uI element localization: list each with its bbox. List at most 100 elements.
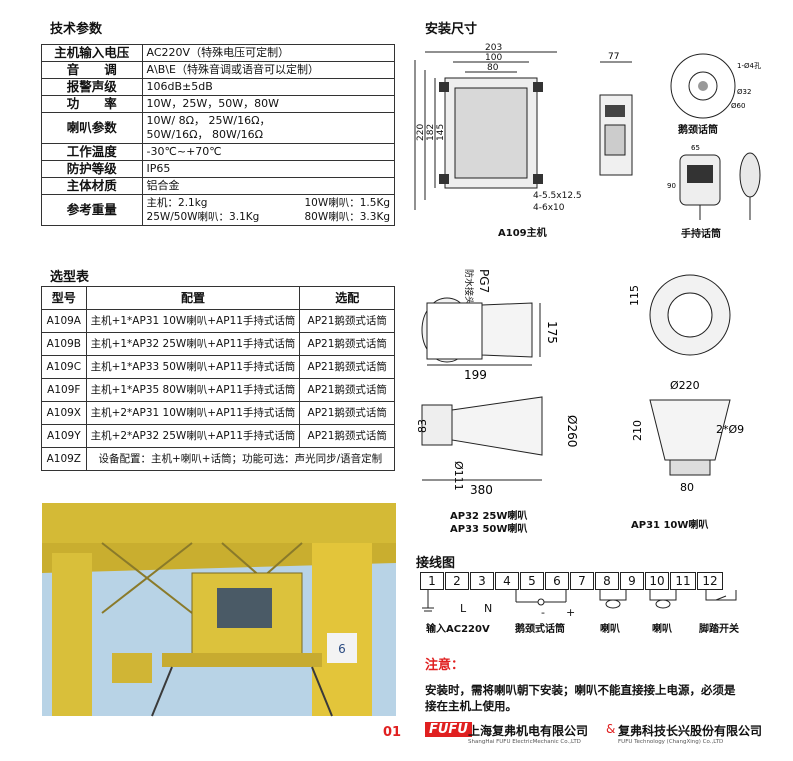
spec-key: 工作温度 <box>41 143 143 161</box>
crane-photo: 6 <box>42 503 396 717</box>
spec-key: 喇叭参数 <box>41 112 143 144</box>
config-cell: 主机+2*AP31 10W喇叭+AP11手持式话筒 <box>85 401 301 425</box>
section-title-tech: 技术参数 <box>50 22 103 37</box>
note-text-line-1: 安装时，需将喇叭朝下安装；喇叭不能直接接上电源，必须是 <box>425 683 736 697</box>
dim-100: 100 <box>485 53 502 63</box>
mark-n: N <box>484 602 492 615</box>
crane-photo-drawing: 6 <box>42 503 396 717</box>
dim-220: 220 <box>416 124 426 141</box>
mark-l: L <box>460 602 467 615</box>
wiring-label-speaker-2: 喇叭 <box>652 624 672 635</box>
wiring-label-foot-switch: 脚踏开关 <box>699 624 739 635</box>
terminal-11: 11 <box>670 572 696 590</box>
weight-25-50w: 25W/50W喇叭：3.1Kg <box>146 211 260 223</box>
spec-key: 参考重量 <box>41 194 143 226</box>
option-cell: AP21鹅颈式话筒 <box>299 332 395 356</box>
company-logo: FUFU <box>425 722 472 737</box>
config-cell: 主机+1*AP33 50W喇叭+AP11手持式话筒 <box>85 355 301 379</box>
main-unit-side-drawing: 77 <box>599 52 633 176</box>
terminal-12: 12 <box>697 572 723 590</box>
wiring-label-speaker-1: 喇叭 <box>600 624 620 635</box>
weight-80w: 80W喇叭：3.3Kg <box>304 211 391 223</box>
spec-value: 10W/ 8Ω， 25W/16Ω， 50W/16Ω， 80W/16Ω <box>141 112 396 144</box>
model-cell: A109A <box>41 309 87 333</box>
spec-row: 工作温度-30℃~+70℃ <box>41 143 396 161</box>
handheld-dim-90: 90 <box>667 182 676 190</box>
terminal-9: 9 <box>620 572 644 590</box>
svg-text:6: 6 <box>338 642 346 656</box>
hole-dim-2: 4-6x10 <box>533 203 565 213</box>
selection-header-row: 型号 配置 选配 <box>41 286 395 310</box>
option-cell: AP21鹅颈式话筒 <box>299 355 395 379</box>
dim-182: 182 <box>426 124 436 141</box>
note-text-line-2: 接在主机上使用。 <box>425 699 517 713</box>
weight-host: 主机：2.1kg <box>146 197 208 209</box>
ap32-caption: AP32 25W喇叭 <box>450 511 528 522</box>
model-cell: A109Y <box>41 424 87 448</box>
model-cell: A109B <box>41 332 87 356</box>
header-config: 配置 <box>85 286 301 310</box>
dim-380: 380 <box>470 483 493 497</box>
wiring-label-gooseneck: 鹅颈式话筒 <box>515 624 565 635</box>
gooseneck-d32: Ø32 <box>737 88 751 96</box>
pg7-label: PG7 <box>477 269 491 293</box>
dim-199: 199 <box>464 368 487 382</box>
config-cell-wide: 设备配置：主机+喇叭+话筒；功能可选：声光同步/语音定制 <box>85 447 396 471</box>
dim-80: 80 <box>487 63 499 73</box>
model-cell: A109Z <box>41 447 87 471</box>
spec-value: A\B\E（特殊音调或语音可以定制） <box>141 61 396 79</box>
gooseneck-caption: 鹅颈话筒 <box>678 125 718 136</box>
config-cell: 主机+1*AP32 25W喇叭+AP11手持式话筒 <box>85 332 301 356</box>
mark-minus: - <box>541 606 545 619</box>
terminal-4: 4 <box>495 572 519 590</box>
spec-key: 防护等级 <box>41 160 143 178</box>
spec-key: 功 率 <box>41 95 143 113</box>
spec-value: -30℃~+70℃ <box>141 143 396 161</box>
handheld-drawing: 65 90 <box>667 144 761 220</box>
company-name-2-en: FUFU Technology (ChangXing) Co.,LTD <box>618 739 724 745</box>
dim-203: 203 <box>485 43 502 53</box>
spec-value: 铝合金 <box>141 177 396 195</box>
terminal-3: 3 <box>470 572 494 590</box>
dim-145: 145 <box>436 124 446 141</box>
dim-77: 77 <box>608 52 619 62</box>
config-cell: 主机+1*AP35 80W喇叭+AP11手持式话筒 <box>85 378 301 402</box>
spec-key: 报警声级 <box>41 78 143 96</box>
terminal-8: 8 <box>595 572 619 590</box>
config-cell: 主机+1*AP31 10W喇叭+AP11手持式话筒 <box>85 309 301 333</box>
spec-row: 主体材质铝合金 <box>41 177 396 195</box>
spec-key: 音 调 <box>41 61 143 79</box>
spec-row-weight: 参考重量 主机：2.1kg 10W喇叭：1.5Kg 25W/50W喇叭：3.1Kg… <box>41 194 396 226</box>
dim-2x9: 2*Ø9 <box>716 423 744 436</box>
note-title: 注意： <box>425 658 465 673</box>
ap33-caption: AP33 50W喇叭 <box>450 524 528 535</box>
dim-260: Ø260 <box>565 415 579 447</box>
option-cell: AP21鹅颈式话筒 <box>299 378 395 402</box>
option-cell: AP21鹅颈式话筒 <box>299 309 395 333</box>
terminal-1: 1 <box>420 572 444 590</box>
weight-10w: 10W喇叭：1.5Kg <box>304 197 391 209</box>
option-cell: AP21鹅颈式话筒 <box>299 401 395 425</box>
wiring-symbols: L N - + <box>422 590 737 619</box>
gooseneck-hole: 1-Ø4孔 <box>737 62 761 70</box>
dim-80: 80 <box>680 481 694 494</box>
gooseneck-d60: Ø60 <box>731 102 745 110</box>
terminal-6: 6 <box>545 572 569 590</box>
ap32-speaker-drawing: PG7 防水接头 175 199 83 Ø260 Ø111 380 <box>416 269 579 497</box>
company-name-2: 复弗科技长兴股份有限公司 <box>618 724 763 738</box>
gooseneck-drawing: 1-Ø4孔 Ø32 Ø60 <box>670 53 761 119</box>
spec-key: 主机输入电压 <box>41 44 143 62</box>
terminal-5: 5 <box>520 572 544 590</box>
ap31-caption: AP31 10W喇叭 <box>631 520 709 531</box>
section-title-selection: 选型表 <box>50 270 90 285</box>
header-option: 选配 <box>299 286 395 310</box>
